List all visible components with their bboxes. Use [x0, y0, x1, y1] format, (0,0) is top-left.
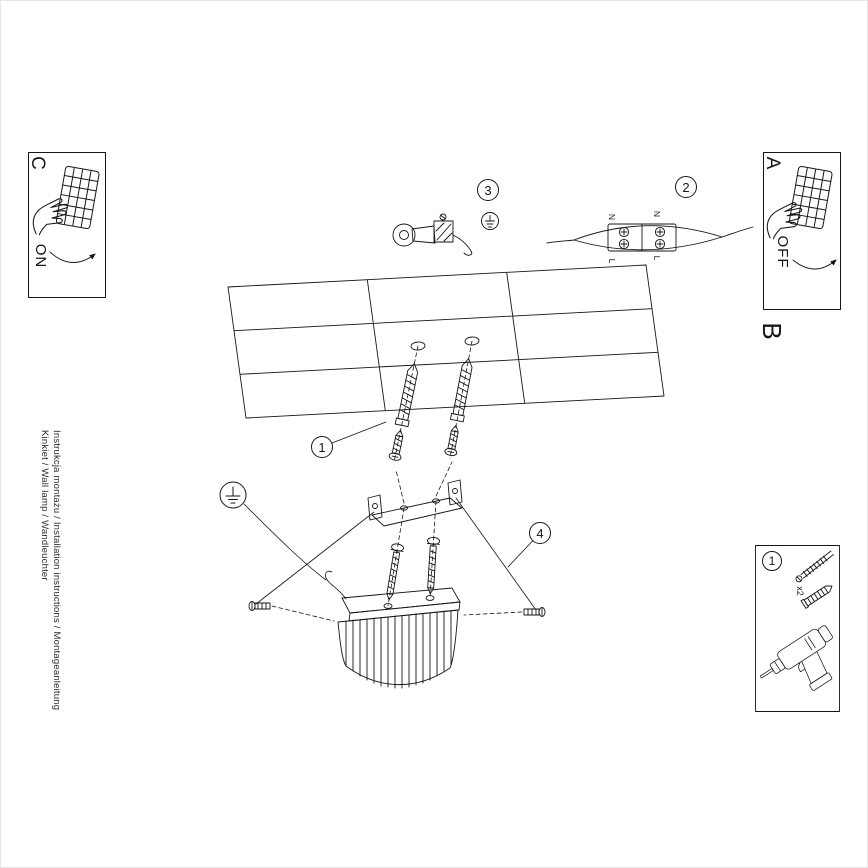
wall-panel-drawing	[227, 264, 665, 419]
bracket-drawing	[367, 479, 463, 527]
terminal-block-drawing	[546, 223, 754, 252]
off-label: OFF	[774, 235, 792, 269]
side-screws-drawing	[248, 497, 546, 622]
kit-box	[755, 545, 840, 712]
panel-a-label: A	[762, 156, 783, 170]
wall-plug-icon	[800, 585, 833, 609]
plug-quantity-label: x2	[795, 586, 805, 596]
earth-symbol-small-icon	[481, 212, 499, 230]
lamp-body-drawing	[325, 570, 461, 689]
wire-n-left-label: N	[607, 213, 617, 221]
step4-badge: 4	[529, 522, 551, 544]
side-screw-right	[463, 607, 546, 617]
wire-n-right-label: N	[652, 210, 662, 218]
panel-c-label: C	[27, 156, 48, 170]
bracket-screws-drawing	[386, 461, 453, 607]
footer-line-2: Kinkiet / Wall lamp / Wandleuchter	[39, 430, 50, 581]
wall-plug-drawing	[388, 363, 419, 461]
anchors-drawing	[331, 340, 473, 463]
drill-icon	[759, 625, 833, 691]
wire-l-right-label: L	[652, 255, 662, 261]
screw-icon	[795, 550, 834, 583]
hand-icon	[32, 198, 69, 236]
step3-badge: 3	[477, 179, 499, 201]
side-screw-left	[248, 601, 335, 622]
kit-step-badge: 1	[762, 551, 782, 571]
ring-terminal-drawing	[392, 213, 473, 256]
step2-badge: 2	[675, 176, 697, 198]
arrow-icon	[49, 251, 96, 263]
wall-plug-drawing	[444, 358, 473, 457]
arrow-icon	[792, 259, 837, 270]
earth-symbol-icon	[219, 481, 327, 581]
panel-c-box	[28, 152, 106, 298]
on-label: ON	[32, 243, 50, 269]
panel-a-box	[763, 152, 841, 310]
step1-badge: 1	[311, 436, 333, 458]
wire-l-left-label: L	[607, 258, 617, 264]
sheet-footer: Instrukcja montażu / Installation instru…	[38, 430, 62, 722]
panel-b-label: B	[757, 322, 788, 340]
footer-line-1: Instrukcja montażu / Installation instru…	[51, 430, 62, 711]
